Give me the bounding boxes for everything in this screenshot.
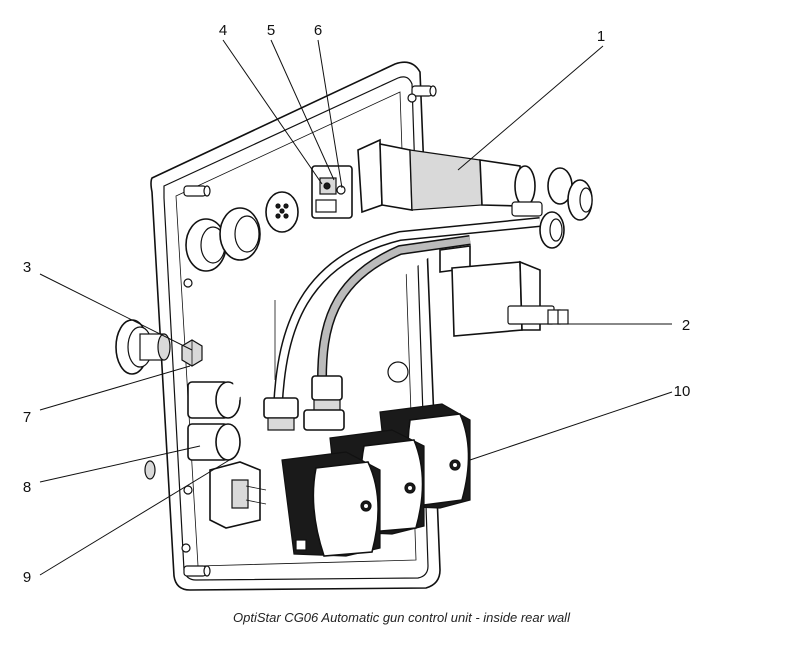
callout-4: 4 [219,22,227,39]
leader-lines [39,39,673,576]
callout-8: 8 [23,479,31,496]
callout-9: 9 [23,569,31,586]
callout-7: 7 [23,409,31,426]
callout-1: 1 [597,28,605,45]
tube-fittings [209,375,345,529]
solenoid-block [357,138,593,249]
callout-5: 5 [267,22,275,39]
callout-10: 10 [674,383,691,400]
gun-connector-1 [281,451,381,557]
plate-gauges [185,191,299,272]
callout-3: 3 [23,259,31,276]
corner-studs [181,85,437,577]
callout-2: 2 [682,317,690,334]
figure-caption: OptiStar CG06 Automatic gun control unit… [233,610,570,625]
pressure-switch [311,165,353,219]
callout-6: 6 [314,22,322,39]
hex-fitting [181,339,203,367]
side-knob [115,319,171,375]
valve-box [387,245,569,383]
